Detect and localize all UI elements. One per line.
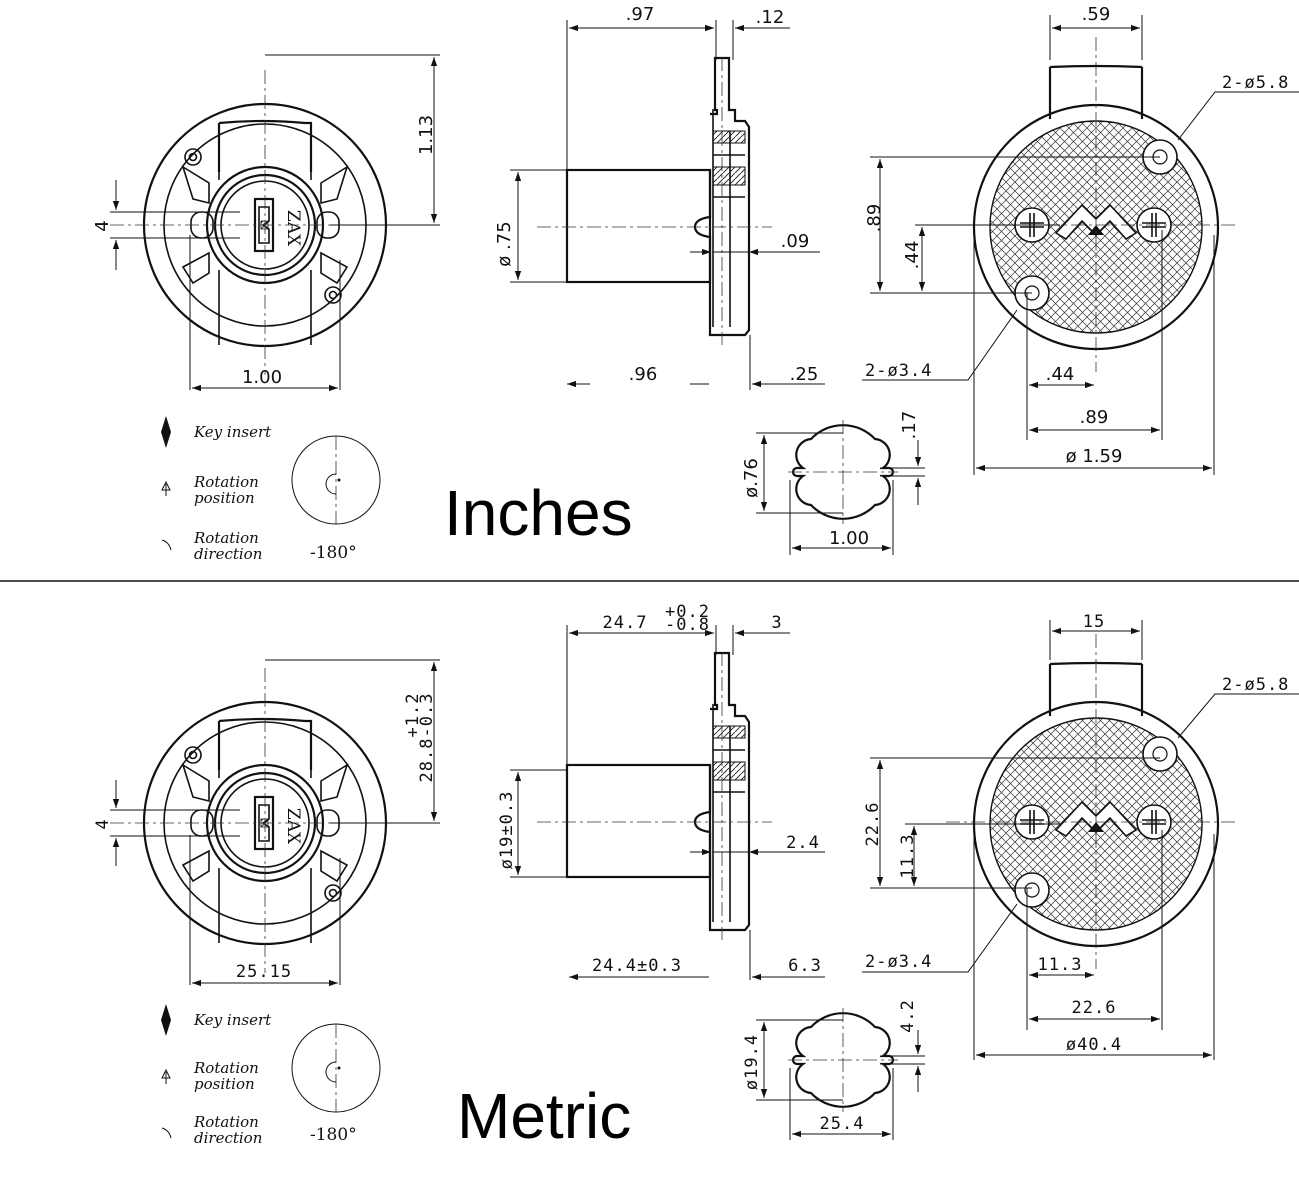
cam-diameter-label: ø19.4 <box>742 1034 762 1090</box>
back-view <box>944 35 1238 374</box>
cam-width-label: 1.00 <box>829 528 869 549</box>
cam-diameter-label: ø.76 <box>741 458 762 498</box>
side-view <box>535 650 774 942</box>
back-horizontal-span-label: 22.6 <box>1072 998 1117 1018</box>
legend-angle: -180° <box>310 543 357 563</box>
legend-rotation-direction-1: Rotation <box>193 529 259 547</box>
side-diameter-label: ø19±0.3 <box>497 791 517 870</box>
front-height-tol-upper: +1.2 <box>403 693 423 738</box>
back-outer-diameter-label: ø 1.59 <box>1066 446 1123 467</box>
side-base-length-label: 24.4±0.3 <box>592 956 682 976</box>
legend-key-insert: Key insert <box>193 1011 272 1029</box>
back-view <box>944 632 1238 971</box>
cam-view <box>786 1006 900 1114</box>
legend-rotation-direction-2: direction <box>194 545 262 563</box>
front-width-label: 25.15 <box>236 962 292 982</box>
side-base-length-label: .96 <box>629 364 658 385</box>
side-view <box>535 55 774 347</box>
side-base-flange-label: 6.3 <box>788 956 822 976</box>
side-length-tol-upper: +0.2 <box>665 602 710 622</box>
side-length-label: .97 <box>626 4 655 25</box>
back-large-hole-label: 2-ø5.8 <box>1222 73 1289 93</box>
back-vertical-half-label: 11.3 <box>898 834 918 879</box>
cam-view <box>786 418 900 526</box>
cam-height-label: .17 <box>899 411 920 440</box>
back-horizontal-half-label: 11.3 <box>1038 955 1083 975</box>
front-key-offset-label: 4 <box>92 220 113 231</box>
back-vertical-span-label: 22.6 <box>863 802 883 847</box>
front-key-stamp: ZAX <box>283 808 303 845</box>
front-key-stamp: ZAX <box>283 210 303 247</box>
side-base-flange-label: .25 <box>790 364 819 385</box>
side-flange-label: .12 <box>756 7 785 28</box>
side-length-label: 24.7 <box>603 613 648 633</box>
legend-rotation-direction-1: Rotation <box>193 1113 259 1131</box>
back-top-width-label: .59 <box>1082 4 1111 25</box>
cam-height-label: 4.2 <box>898 999 918 1033</box>
back-vertical-span-label: .89 <box>864 204 885 233</box>
front-height-label: 1.13 <box>416 115 437 155</box>
metric-title: Metric <box>457 1080 631 1152</box>
back-small-hole-label: 2-ø3.4 <box>865 952 932 972</box>
front-view <box>108 666 432 975</box>
legend-rotation-position-2: position <box>194 489 255 507</box>
front-width-label: 1.00 <box>242 367 282 388</box>
back-vertical-half-label: .44 <box>902 241 923 270</box>
back-top-width-label: 15 <box>1083 612 1105 632</box>
side-step-label: .09 <box>781 231 810 252</box>
cam-width-label: 25.4 <box>820 1114 865 1134</box>
legend-angle: -180° <box>310 1125 357 1145</box>
inches-section: 1.13 1.00 4 ZAX .97 .12 ø .75 .09 .96 .2… <box>92 4 1299 563</box>
metric-section: 28.8 +1.2 -0.3 25.15 4 ZAX 24.7 +0.2 -0.… <box>93 602 1299 1152</box>
front-height-tol-lower: -0.3 <box>417 693 437 738</box>
back-large-hole-label: 2-ø5.8 <box>1222 675 1289 695</box>
legend-key-insert: Key insert <box>193 423 272 441</box>
back-horizontal-half-label: .44 <box>1046 364 1075 385</box>
back-outer-diameter-label: ø40.4 <box>1066 1035 1122 1055</box>
legend-rotation-direction-2: direction <box>194 1129 262 1147</box>
front-view <box>108 68 432 377</box>
side-flange-label: 3 <box>771 613 782 633</box>
front-height-label: 28.8 <box>417 738 437 783</box>
side-diameter-label: ø .75 <box>494 221 515 266</box>
inches-title: Inches <box>444 477 633 549</box>
legend-rotation-position-1: Rotation <box>193 1059 259 1077</box>
front-key-offset-label: 4 <box>93 818 113 829</box>
side-step-label: 2.4 <box>786 833 820 853</box>
back-small-hole-label: 2-ø3.4 <box>865 361 932 381</box>
side-length-tol-lower: -0.8 <box>665 615 710 635</box>
legend-rotation-position-2: position <box>194 1075 255 1093</box>
back-horizontal-span-label: .89 <box>1080 407 1109 428</box>
legend-rotation-position-1: Rotation <box>193 473 259 491</box>
